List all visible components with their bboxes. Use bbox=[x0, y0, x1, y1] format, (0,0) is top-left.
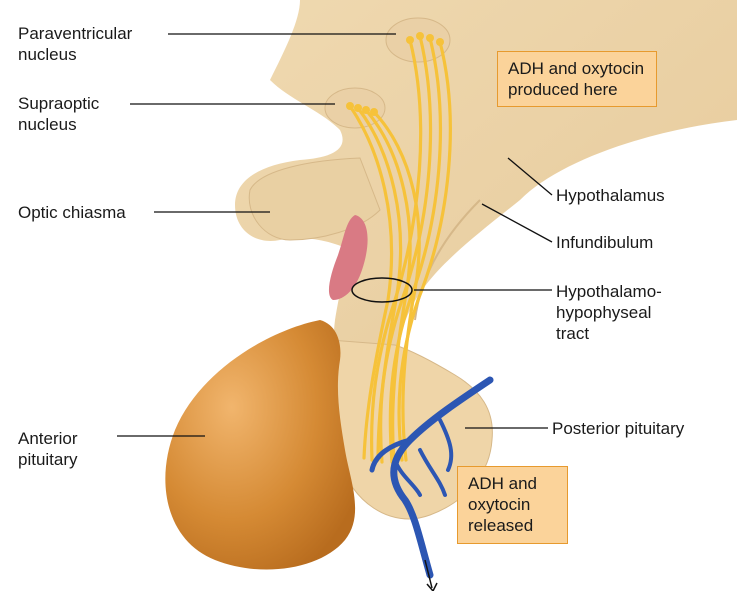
label-tract-line1: Hypothalamo- bbox=[556, 281, 662, 302]
label-anterior-line1: Anterior bbox=[18, 428, 78, 449]
callout-released-line1: ADH and bbox=[468, 473, 557, 494]
anterior-pituitary-shape bbox=[165, 320, 355, 570]
callout-released-line3: released bbox=[468, 515, 557, 536]
label-optic-chiasma: Optic chiasma bbox=[18, 202, 126, 223]
label-tract: Hypothalamo- hypophyseal tract bbox=[556, 281, 662, 344]
label-supraoptic: Supraoptic nucleus bbox=[18, 93, 99, 135]
label-hypothalamus: Hypothalamus bbox=[556, 185, 665, 206]
label-tract-line2: hypophyseal bbox=[556, 302, 662, 323]
label-supraoptic-line1: Supraoptic bbox=[18, 93, 99, 114]
callout-released-line2: oxytocin bbox=[468, 494, 557, 515]
callout-produced-line1: ADH and oxytocin bbox=[508, 58, 646, 79]
label-anterior-line2: pituitary bbox=[18, 449, 78, 470]
callout-produced: ADH and oxytocin produced here bbox=[497, 51, 657, 107]
label-paraventricular-line1: Paraventricular bbox=[18, 23, 132, 44]
label-anterior-pituitary: Anterior pituitary bbox=[18, 428, 78, 470]
label-posterior-pituitary: Posterior pituitary bbox=[552, 418, 684, 439]
label-paraventricular: Paraventricular nucleus bbox=[18, 23, 132, 65]
label-infundibulum: Infundibulum bbox=[556, 232, 653, 253]
label-supraoptic-line2: nucleus bbox=[18, 114, 99, 135]
label-tract-line3: tract bbox=[556, 323, 662, 344]
callout-produced-line2: produced here bbox=[508, 79, 646, 100]
label-paraventricular-line2: nucleus bbox=[18, 44, 132, 65]
callout-released: ADH and oxytocin released bbox=[457, 466, 568, 544]
